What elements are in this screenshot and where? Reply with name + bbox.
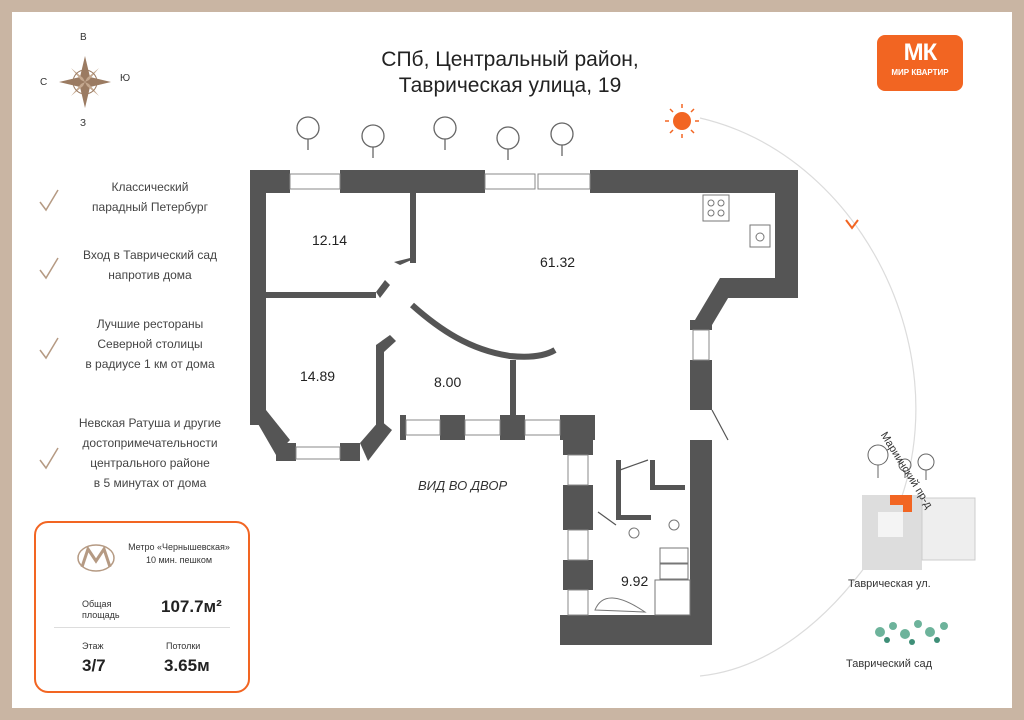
sun-path-arc	[699, 117, 917, 677]
feature-text: в 5 минутах от дома	[93, 476, 207, 490]
compass-south: З	[80, 118, 87, 129]
ceiling-label: Потолки	[166, 641, 201, 651]
moon-icon	[687, 665, 697, 685]
floor-value: 3/7	[82, 656, 106, 675]
sun-rays-icon	[665, 104, 699, 138]
feature-text: достопримечательности	[82, 436, 218, 450]
map-inset	[862, 444, 976, 645]
door-swings	[597, 409, 729, 526]
room-area-label: 8.00	[434, 374, 462, 390]
metro-icon	[77, 544, 115, 572]
ceiling-value: 3.65м	[164, 656, 210, 675]
feature-item: Невская Ратуша и другие достопримечатель…	[60, 413, 240, 493]
feature-item: Вход в Таврический сад напротив дома	[60, 245, 240, 285]
card-divider	[54, 627, 230, 628]
room-area-label: 14.89	[300, 368, 336, 384]
info-card: Метро «Чернышевская» 10 мин. пешком Обща…	[34, 521, 250, 693]
garden-label: Таврический сад	[846, 658, 932, 670]
floor-label: Этаж	[82, 641, 104, 651]
compass-north: В	[80, 32, 87, 43]
compass-west: С	[40, 77, 48, 88]
logo-text: МИР КВАРТИР	[891, 68, 949, 77]
feature-item: Классический парадный Петербург	[60, 177, 240, 217]
sun-icon	[673, 112, 691, 130]
sink-icon	[749, 224, 771, 248]
feature-text: Лучшие рестораны	[96, 317, 204, 331]
area-label: Общая площадь	[82, 599, 120, 621]
feature-text: парадный Петербург	[92, 200, 208, 214]
logo-mark: МК	[903, 39, 938, 66]
curved-wall	[410, 302, 557, 360]
bath-fixtures-icon	[594, 519, 691, 616]
windows	[289, 173, 710, 616]
street-label: Таврическая ул.	[848, 578, 931, 590]
compass-east: Ю	[120, 73, 131, 84]
area-label-line: площадь	[82, 610, 120, 620]
feature-text: центрального районе	[90, 456, 210, 470]
logo: МК МИР КВАРТИР	[877, 35, 963, 91]
page-title: СПб, Центральный район, Таврическая улиц…	[360, 47, 660, 99]
compass-rose-icon	[59, 56, 111, 108]
tree-icons	[296, 116, 574, 160]
plan-caption: ВИД ВО ДВОР	[418, 478, 508, 493]
feature-text: в радиусе 1 км от дома	[85, 357, 215, 371]
title-line-1: СПб, Центральный район,	[381, 48, 639, 71]
feature-text: напротив дома	[108, 268, 192, 282]
feature-text: Невская Ратуша и другие	[78, 416, 222, 430]
metro-station: Метро «Чернышевская»	[128, 542, 230, 552]
metro-info: Метро «Чернышевская» 10 мин. пешком	[124, 541, 234, 567]
area-value: 107.7м²	[161, 597, 222, 616]
room-area-label: 12.14	[312, 232, 348, 248]
stove-icon	[702, 194, 730, 222]
garden-trees-icon	[875, 620, 948, 645]
title-line-2: Таврическая улица, 19	[398, 74, 622, 97]
room-area-label: 61.32	[540, 254, 576, 270]
metro-walk-time: 10 мин. пешком	[145, 555, 213, 565]
area-label-line: Общая	[82, 599, 112, 609]
walls	[250, 170, 798, 645]
room-area-label: 9.92	[621, 573, 649, 589]
feature-item: Лучшие рестораны Северной столицы в ради…	[60, 314, 240, 374]
feature-text: Вход в Таврический сад	[83, 248, 217, 262]
feature-text: Северной столицы	[97, 337, 203, 351]
direction-arrow-icon	[845, 219, 859, 230]
feature-text: Классический	[111, 180, 189, 194]
